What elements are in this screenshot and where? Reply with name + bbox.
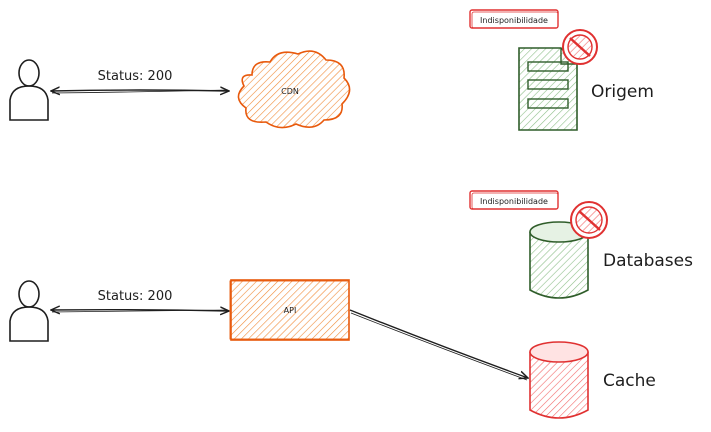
- api-node: [229, 279, 350, 341]
- origin-label: Origem: [591, 82, 654, 102]
- arrow: [349, 309, 528, 381]
- edge-label: Status: 200: [98, 289, 173, 304]
- bidirectional-arrow: [51, 90, 229, 93]
- prohibited-icon: [570, 201, 608, 239]
- databases-cylinder-node: [529, 221, 589, 299]
- databases-label: Databases: [603, 251, 693, 271]
- origin-server-node: [518, 47, 578, 131]
- api-label: API: [284, 306, 297, 315]
- cdn-cloud-node: [237, 50, 351, 129]
- bidirectional-arrow: [51, 310, 229, 312]
- cache-cylinder-node: [529, 341, 589, 419]
- unavailability-badge: [469, 9, 559, 29]
- prohibited-icon: [562, 29, 598, 65]
- badge-label: Indisponibilidade: [480, 16, 548, 25]
- cache-label: Cache: [603, 371, 656, 391]
- user-icon: [9, 280, 49, 342]
- badge-label: Indisponibilidade: [480, 197, 548, 206]
- edge-label: Status: 200: [98, 69, 173, 84]
- unavailability-badge: [469, 190, 559, 210]
- user-icon: [9, 59, 49, 121]
- cdn-label: CDN: [281, 87, 299, 96]
